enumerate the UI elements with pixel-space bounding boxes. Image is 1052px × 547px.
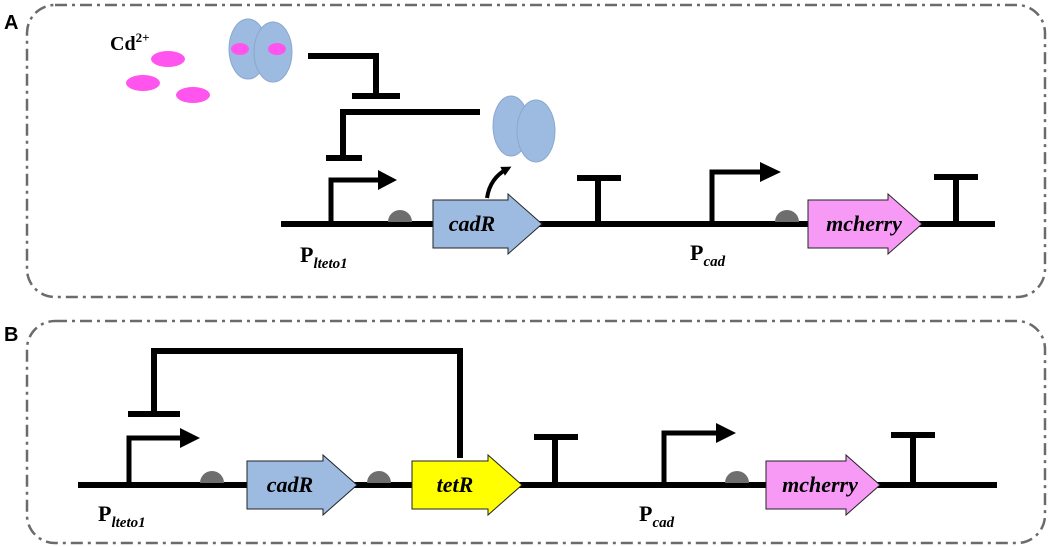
promoter-lteto1-label-a: Plteto1	[300, 242, 348, 272]
panel-b-frame	[25, 319, 1047, 545]
cadr-cd-complex	[228, 18, 293, 83]
promoter-lteto1-label-b: Plteto1	[98, 501, 146, 531]
gene-mcherry-b: mcherry	[765, 453, 881, 517]
cadmium-ion	[176, 87, 210, 103]
cadmium-ion	[126, 75, 160, 91]
rbs-icon	[200, 471, 224, 483]
repression-arm-a	[326, 109, 480, 161]
gene-cadr-label: cadR	[267, 472, 313, 497]
panel-b-label: B	[4, 324, 18, 346]
cadmium-ion	[151, 51, 185, 67]
terminator-icon	[934, 174, 978, 224]
gene-tetr-b: tetR	[411, 453, 523, 517]
promoter-lteto1-a	[328, 170, 397, 224]
terminator-icon	[891, 432, 935, 485]
terminator-icon	[577, 175, 621, 224]
repression-arm-b	[128, 348, 463, 458]
rbs-icon	[775, 210, 799, 222]
panel-b: B Plteto1 cadR tetR	[4, 319, 1047, 545]
terminator-icon	[534, 434, 578, 485]
promoter-pcad-b	[661, 423, 736, 485]
gene-cadr-b: cadR	[246, 453, 358, 517]
promoter-pcad-label-a: Pcad	[690, 240, 726, 270]
gene-mcherry-a: mcherry	[807, 192, 923, 256]
promoter-pcad-label-b: Pcad	[639, 501, 675, 531]
promoter-lteto1-b	[126, 428, 200, 485]
rbs-icon	[388, 210, 412, 222]
gene-cadr-label: cadR	[449, 211, 495, 236]
rbs-icon	[367, 471, 391, 483]
cadmium-ion-label: Cd2+	[110, 30, 150, 55]
cadr-protein	[492, 95, 556, 163]
gene-tetr-label: tetR	[437, 472, 474, 497]
gene-mcherry-label: mcherry	[826, 211, 902, 236]
panel-a-frame	[25, 3, 1047, 299]
promoter-pcad-a	[709, 162, 781, 224]
cadmium-ions	[126, 51, 210, 103]
panel-a: A Cd2+	[4, 3, 1047, 299]
gene-mcherry-label: mcherry	[782, 472, 858, 497]
expression-arrow-icon	[485, 166, 512, 199]
gene-cadr-a: cadR	[432, 192, 543, 256]
rbs-icon	[725, 471, 749, 483]
inhibition-complex-to-repressor	[308, 53, 400, 99]
panel-a-label: A	[4, 12, 18, 34]
